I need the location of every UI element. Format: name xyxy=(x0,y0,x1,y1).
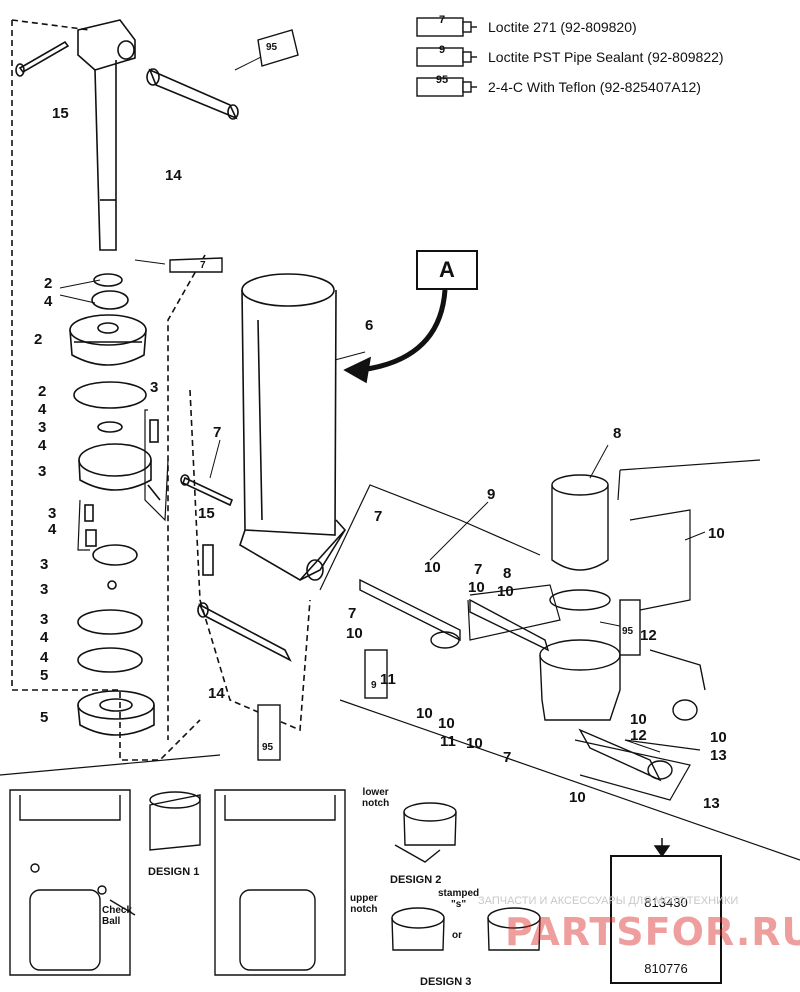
callout-13: 13 xyxy=(710,747,727,764)
small-parts-left xyxy=(84,419,161,590)
bolt-15-top xyxy=(15,40,70,77)
callout-7: 7 xyxy=(503,749,512,766)
seal-stack xyxy=(69,273,155,736)
callout-3: 3 xyxy=(150,379,159,396)
callout-2: 2 xyxy=(34,331,43,348)
watermark-logo: PARTSFOR.RU xyxy=(505,910,800,954)
callout-3: 3 xyxy=(40,581,49,598)
callout-7: 7 xyxy=(374,508,383,525)
callout-4: 4 xyxy=(38,401,47,418)
bolt-7 xyxy=(180,474,234,507)
bracket-3 xyxy=(77,409,169,551)
tube-label-7-shaft: 7 xyxy=(200,260,206,271)
callout-2: 2 xyxy=(44,275,53,292)
callout-13: 13 xyxy=(703,795,720,812)
callout-4: 4 xyxy=(40,649,49,666)
view-label-a: A xyxy=(416,250,478,290)
callout-3: 3 xyxy=(38,419,47,436)
callout-9: 9 xyxy=(487,486,496,503)
tube-label-95-lower: 95 xyxy=(262,742,274,753)
legend-row-loctite-pst: 9 Loctite PST Pipe Sealant (92-809822) xyxy=(416,42,796,72)
callout-3: 3 xyxy=(48,505,57,522)
callout-5: 5 xyxy=(40,667,49,684)
legend-row-loctite-271: 7 Loctite 271 (92-809820) xyxy=(416,12,796,42)
legend-row-2-4-c: 95 2-4-C With Teflon (92-825407A12) xyxy=(416,72,796,102)
callout-12: 12 xyxy=(640,627,657,644)
callout-5: 5 xyxy=(40,709,49,726)
tube-label: 9 xyxy=(438,44,446,56)
part-number-box: 813430 810776 xyxy=(610,855,722,984)
callout-6: 6 xyxy=(365,317,374,334)
frame-lines-right xyxy=(0,459,800,861)
design-3-label: DESIGN 3 xyxy=(420,976,472,988)
tube-label: 7 xyxy=(438,14,446,26)
note-stamped: stamped "s" xyxy=(438,888,480,910)
legend-text: Loctite PST Pipe Sealant (92-809822) xyxy=(488,49,724,65)
tube-icon xyxy=(416,47,477,67)
shaft-rod xyxy=(77,19,136,251)
design2-drawing xyxy=(214,789,457,976)
sealant-legend: 7 Loctite 271 (92-809820) 9 Loctite PST … xyxy=(416,12,796,102)
callout-8: 8 xyxy=(613,425,622,442)
callout-10: 10 xyxy=(438,715,455,732)
pin-14-top xyxy=(146,68,239,120)
callout-4: 4 xyxy=(38,437,47,454)
callout-14: 14 xyxy=(208,685,225,702)
callout-10: 10 xyxy=(630,711,647,728)
legend-text: 2-4-C With Teflon (92-825407A12) xyxy=(488,79,701,95)
callout-7: 7 xyxy=(348,605,357,622)
tube-label-95-top: 95 xyxy=(266,42,278,53)
pin-lower xyxy=(197,544,292,662)
callout-14: 14 xyxy=(165,167,182,184)
callout-15: 15 xyxy=(198,505,215,522)
tube-icon xyxy=(416,77,477,97)
callout-4: 4 xyxy=(44,293,53,310)
legend-text: Loctite 271 (92-809820) xyxy=(488,19,637,35)
callout-10: 10 xyxy=(346,625,363,642)
note-or: or xyxy=(452,930,462,941)
callout-7: 7 xyxy=(474,561,483,578)
callout-10: 10 xyxy=(710,729,727,746)
callout-10: 10 xyxy=(416,705,433,722)
design-2-label: DESIGN 2 xyxy=(390,874,442,886)
valve-assembly xyxy=(359,474,706,782)
design1-drawing xyxy=(9,789,201,976)
design-1-label: DESIGN 1 xyxy=(148,866,200,878)
callout-15: 15 xyxy=(52,105,69,122)
watermark-text: ЗАПЧАСТИ И АКСЕССУАРЫ ДЛЯ МОТОТЕХНИКИ xyxy=(478,895,739,907)
callout-4: 4 xyxy=(48,521,57,538)
callout-3: 3 xyxy=(40,556,49,573)
tube-label-95-right: 95 xyxy=(622,626,634,637)
tube-label-9-lower: 9 xyxy=(371,680,377,691)
note-upper-notch: upper notch xyxy=(350,893,378,915)
callout-10: 10 xyxy=(424,559,441,576)
callout-7: 7 xyxy=(213,424,222,441)
callout-3: 3 xyxy=(38,463,47,480)
tube-shapes xyxy=(169,29,641,761)
callout-11: 11 xyxy=(380,671,396,688)
part-number: 813430 xyxy=(644,895,688,910)
callout-11: 11 xyxy=(440,733,456,750)
design3-drawing xyxy=(109,899,541,951)
tube-label: 95 xyxy=(435,74,449,86)
callout-3: 3 xyxy=(40,611,49,628)
trim-cylinder xyxy=(239,273,347,582)
callout-8: 8 xyxy=(503,565,512,582)
callout-10: 10 xyxy=(708,525,725,542)
leader-lines xyxy=(59,54,706,753)
callout-2: 2 xyxy=(38,383,47,400)
callout-10: 10 xyxy=(466,735,483,752)
arrow-to-A xyxy=(343,289,448,384)
note-check-ball: Check Ball xyxy=(102,905,133,927)
callout-12: 12 xyxy=(630,727,647,744)
part-number: 810776 xyxy=(644,961,688,976)
callout-10: 10 xyxy=(569,789,586,806)
callout-10: 10 xyxy=(468,579,485,596)
tube-icon xyxy=(416,17,477,37)
dashed-frame-left xyxy=(11,19,311,761)
callout-10: 10 xyxy=(497,583,514,600)
callout-4: 4 xyxy=(40,629,49,646)
note-lower-notch: lower notch xyxy=(362,787,390,809)
